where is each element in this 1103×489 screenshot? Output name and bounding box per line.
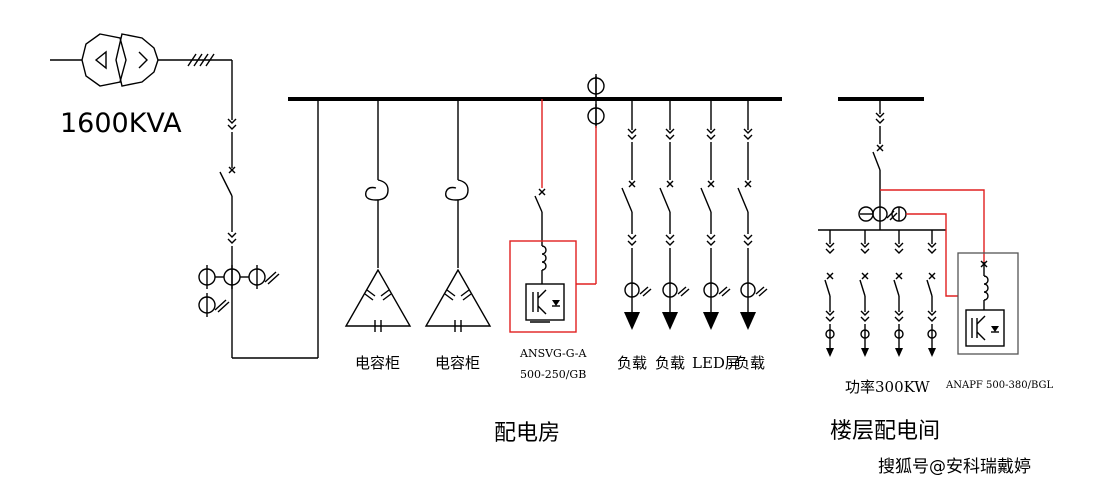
ansvg-branch [509, 73, 605, 333]
led-screen-label: LED屏 [692, 354, 740, 372]
load-feeder-3 [737, 99, 768, 330]
transformer-symbol [50, 33, 232, 87]
load-2-label: 负载 [655, 354, 685, 372]
led-feeder [700, 99, 731, 330]
ansvg-model-line2: 500-250/GB [520, 368, 586, 381]
anapf-model-label: ANAPF 500-380/BGL [945, 380, 1053, 391]
floor-feeder-2 [859, 230, 870, 357]
capacitor-cabinet-2-label: 电容柜 [435, 354, 480, 372]
floor-feeder-1 [824, 230, 835, 357]
capacitor-cabinet-2-symbol [424, 99, 492, 332]
load-feeder-1 [621, 99, 652, 330]
load-feeder-2 [659, 99, 690, 330]
watermark: 搜狐号@安科瑞戴婷 [878, 457, 1031, 477]
load-1-label: 负载 [617, 354, 647, 372]
floor-power-label: 功率300KW [845, 378, 930, 396]
floor-incoming [858, 99, 907, 230]
load-3-label: 负载 [735, 354, 765, 372]
floor-red-links [880, 189, 985, 297]
capacitor-cabinet-1-symbol [344, 99, 412, 332]
transformer-rating: 1600KVA [60, 108, 182, 139]
ansvg-model-line1: ANSVG-G-A [519, 347, 587, 360]
incoming-feeder [198, 60, 319, 359]
floor-feeder-4 [926, 230, 937, 357]
floor-feeder-3 [893, 230, 904, 357]
capacitor-cabinet-1-label: 电容柜 [355, 354, 400, 372]
anapf-unit [957, 252, 1019, 355]
distribution-room-label: 配电房 [494, 421, 560, 446]
floor-room-label: 楼层配电间 [830, 419, 940, 444]
